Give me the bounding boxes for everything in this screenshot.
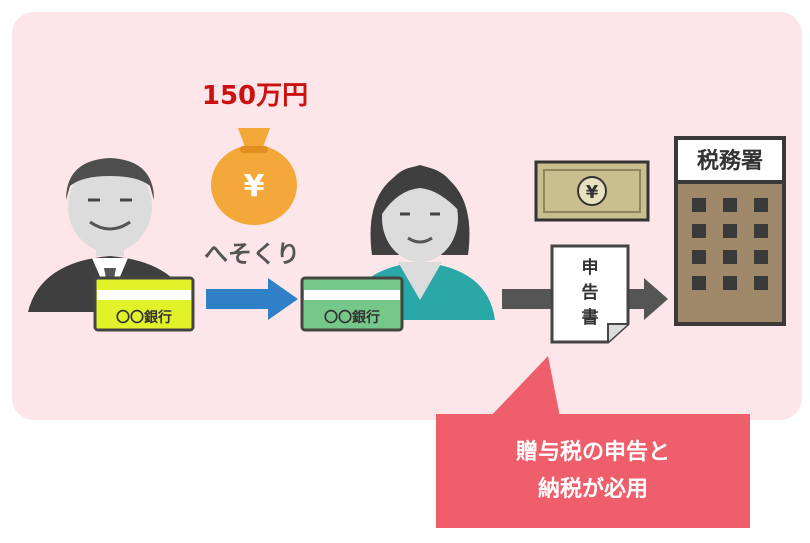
callout-line-1: 贈与税の申告と (516, 439, 670, 465)
bank-card-sender-label: 〇〇銀行 (116, 309, 172, 326)
document-char-3: 書 (582, 307, 599, 328)
document-icon: 申 告 書 (550, 244, 630, 344)
tax-office-label: 税務署 (697, 148, 763, 174)
transfer-arrow (206, 278, 298, 320)
callout-line-2: 納税が必用 (538, 476, 648, 502)
banknote-yen: ¥ (586, 182, 599, 203)
bank-card-recipient: 〇〇銀行 (300, 276, 404, 332)
bank-card-sender: 〇〇銀行 (93, 276, 195, 332)
amount-label: 150万円 (202, 81, 308, 111)
document-char-1: 申 (582, 257, 599, 278)
banknote-icon: ¥ (534, 160, 650, 222)
document-char-2: 告 (582, 282, 599, 303)
money-bag-icon: ¥ (211, 128, 297, 225)
money-bag-yen: ¥ (244, 169, 265, 204)
transfer-label: へそくり (204, 240, 300, 268)
bank-card-recipient-label: 〇〇銀行 (324, 309, 380, 326)
tax-office-building-icon: 税務署 (674, 136, 786, 326)
tax-requirement-callout: 贈与税の申告と 納税が必用 (436, 356, 750, 528)
